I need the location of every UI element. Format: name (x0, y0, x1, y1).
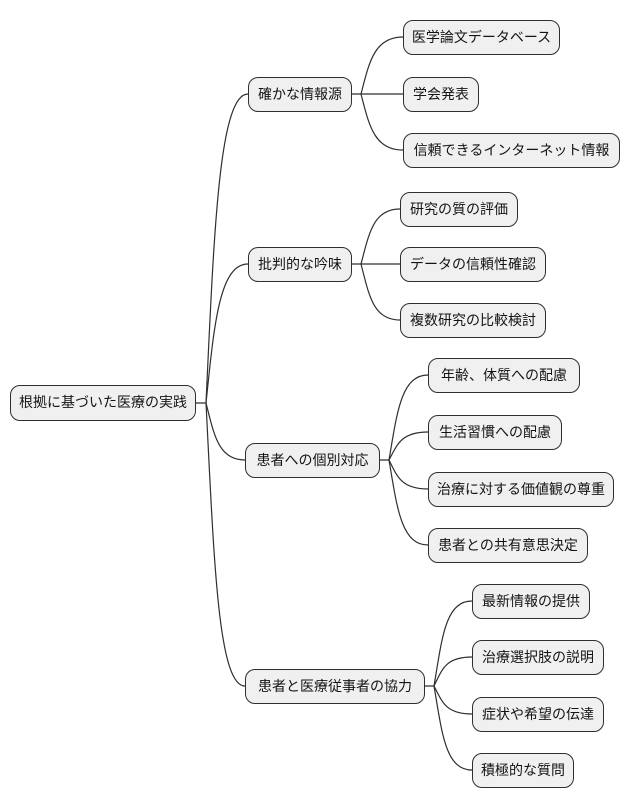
edge-branch-2-to-leaf-2 (388, 459, 429, 490)
leaf-trusted-internet-info: 信頼できるインターネット情報 (403, 133, 620, 168)
branch-reliable-sources: 確かな情報源 (248, 77, 352, 112)
edge-branch-1-to-leaf-0 (360, 208, 401, 265)
leaf-conference-presentations: 学会発表 (403, 77, 479, 112)
node-root: 根拠に基づいた医療の実践 (10, 385, 196, 421)
leaf-treatment-options-explanation: 治療選択肢の説明 (472, 640, 604, 675)
edge-branch-0-to-leaf-0 (360, 36, 404, 95)
edge-branch-2-to-leaf-3 (388, 459, 429, 546)
edge-branch-1-to-leaf-2 (360, 263, 401, 321)
leaf-medical-paper-database: 医学論文データベース (403, 20, 560, 55)
edge-branch-3-to-leaf-1 (433, 656, 473, 687)
leaf-treatment-values-respect: 治療に対する価値観の尊重 (428, 472, 614, 507)
edge-root-to-branch-3 (205, 402, 246, 687)
branch-patient-provider-cooperation: 患者と医療従事者の協力 (245, 669, 425, 704)
leaf-multi-study-comparison: 複数研究の比較検討 (400, 303, 546, 338)
leaf-age-constitution-consideration: 年齢、体質への配慮 (428, 358, 580, 393)
leaf-research-quality-evaluation: 研究の質の評価 (400, 192, 518, 227)
edge-branch-2-to-leaf-1 (388, 431, 429, 461)
edge-branch-3-to-leaf-0 (433, 600, 473, 687)
leaf-shared-decision-making: 患者との共有意思決定 (428, 528, 588, 563)
leaf-lifestyle-consideration: 生活習慣への配慮 (428, 415, 562, 450)
edge-root-to-branch-1 (205, 263, 249, 404)
edge-branch-3-to-leaf-3 (433, 685, 473, 771)
leaf-active-questions: 積極的な質問 (472, 753, 574, 788)
leaf-data-reliability-check: データの信頼性確認 (400, 247, 546, 282)
edge-branch-2-to-leaf-0 (388, 374, 429, 461)
leaf-symptoms-wishes-communication: 症状や希望の伝達 (472, 697, 604, 732)
edge-branch-3-to-leaf-2 (433, 685, 473, 715)
edge-root-to-branch-0 (205, 93, 249, 404)
branch-critical-appraisal: 批判的な吟味 (248, 247, 352, 282)
edge-root-to-branch-2 (205, 402, 246, 461)
branch-individualized-care: 患者への個別対応 (245, 443, 380, 478)
edge-branch-0-to-leaf-2 (360, 93, 404, 151)
leaf-latest-info-provision: 最新情報の提供 (472, 584, 590, 619)
